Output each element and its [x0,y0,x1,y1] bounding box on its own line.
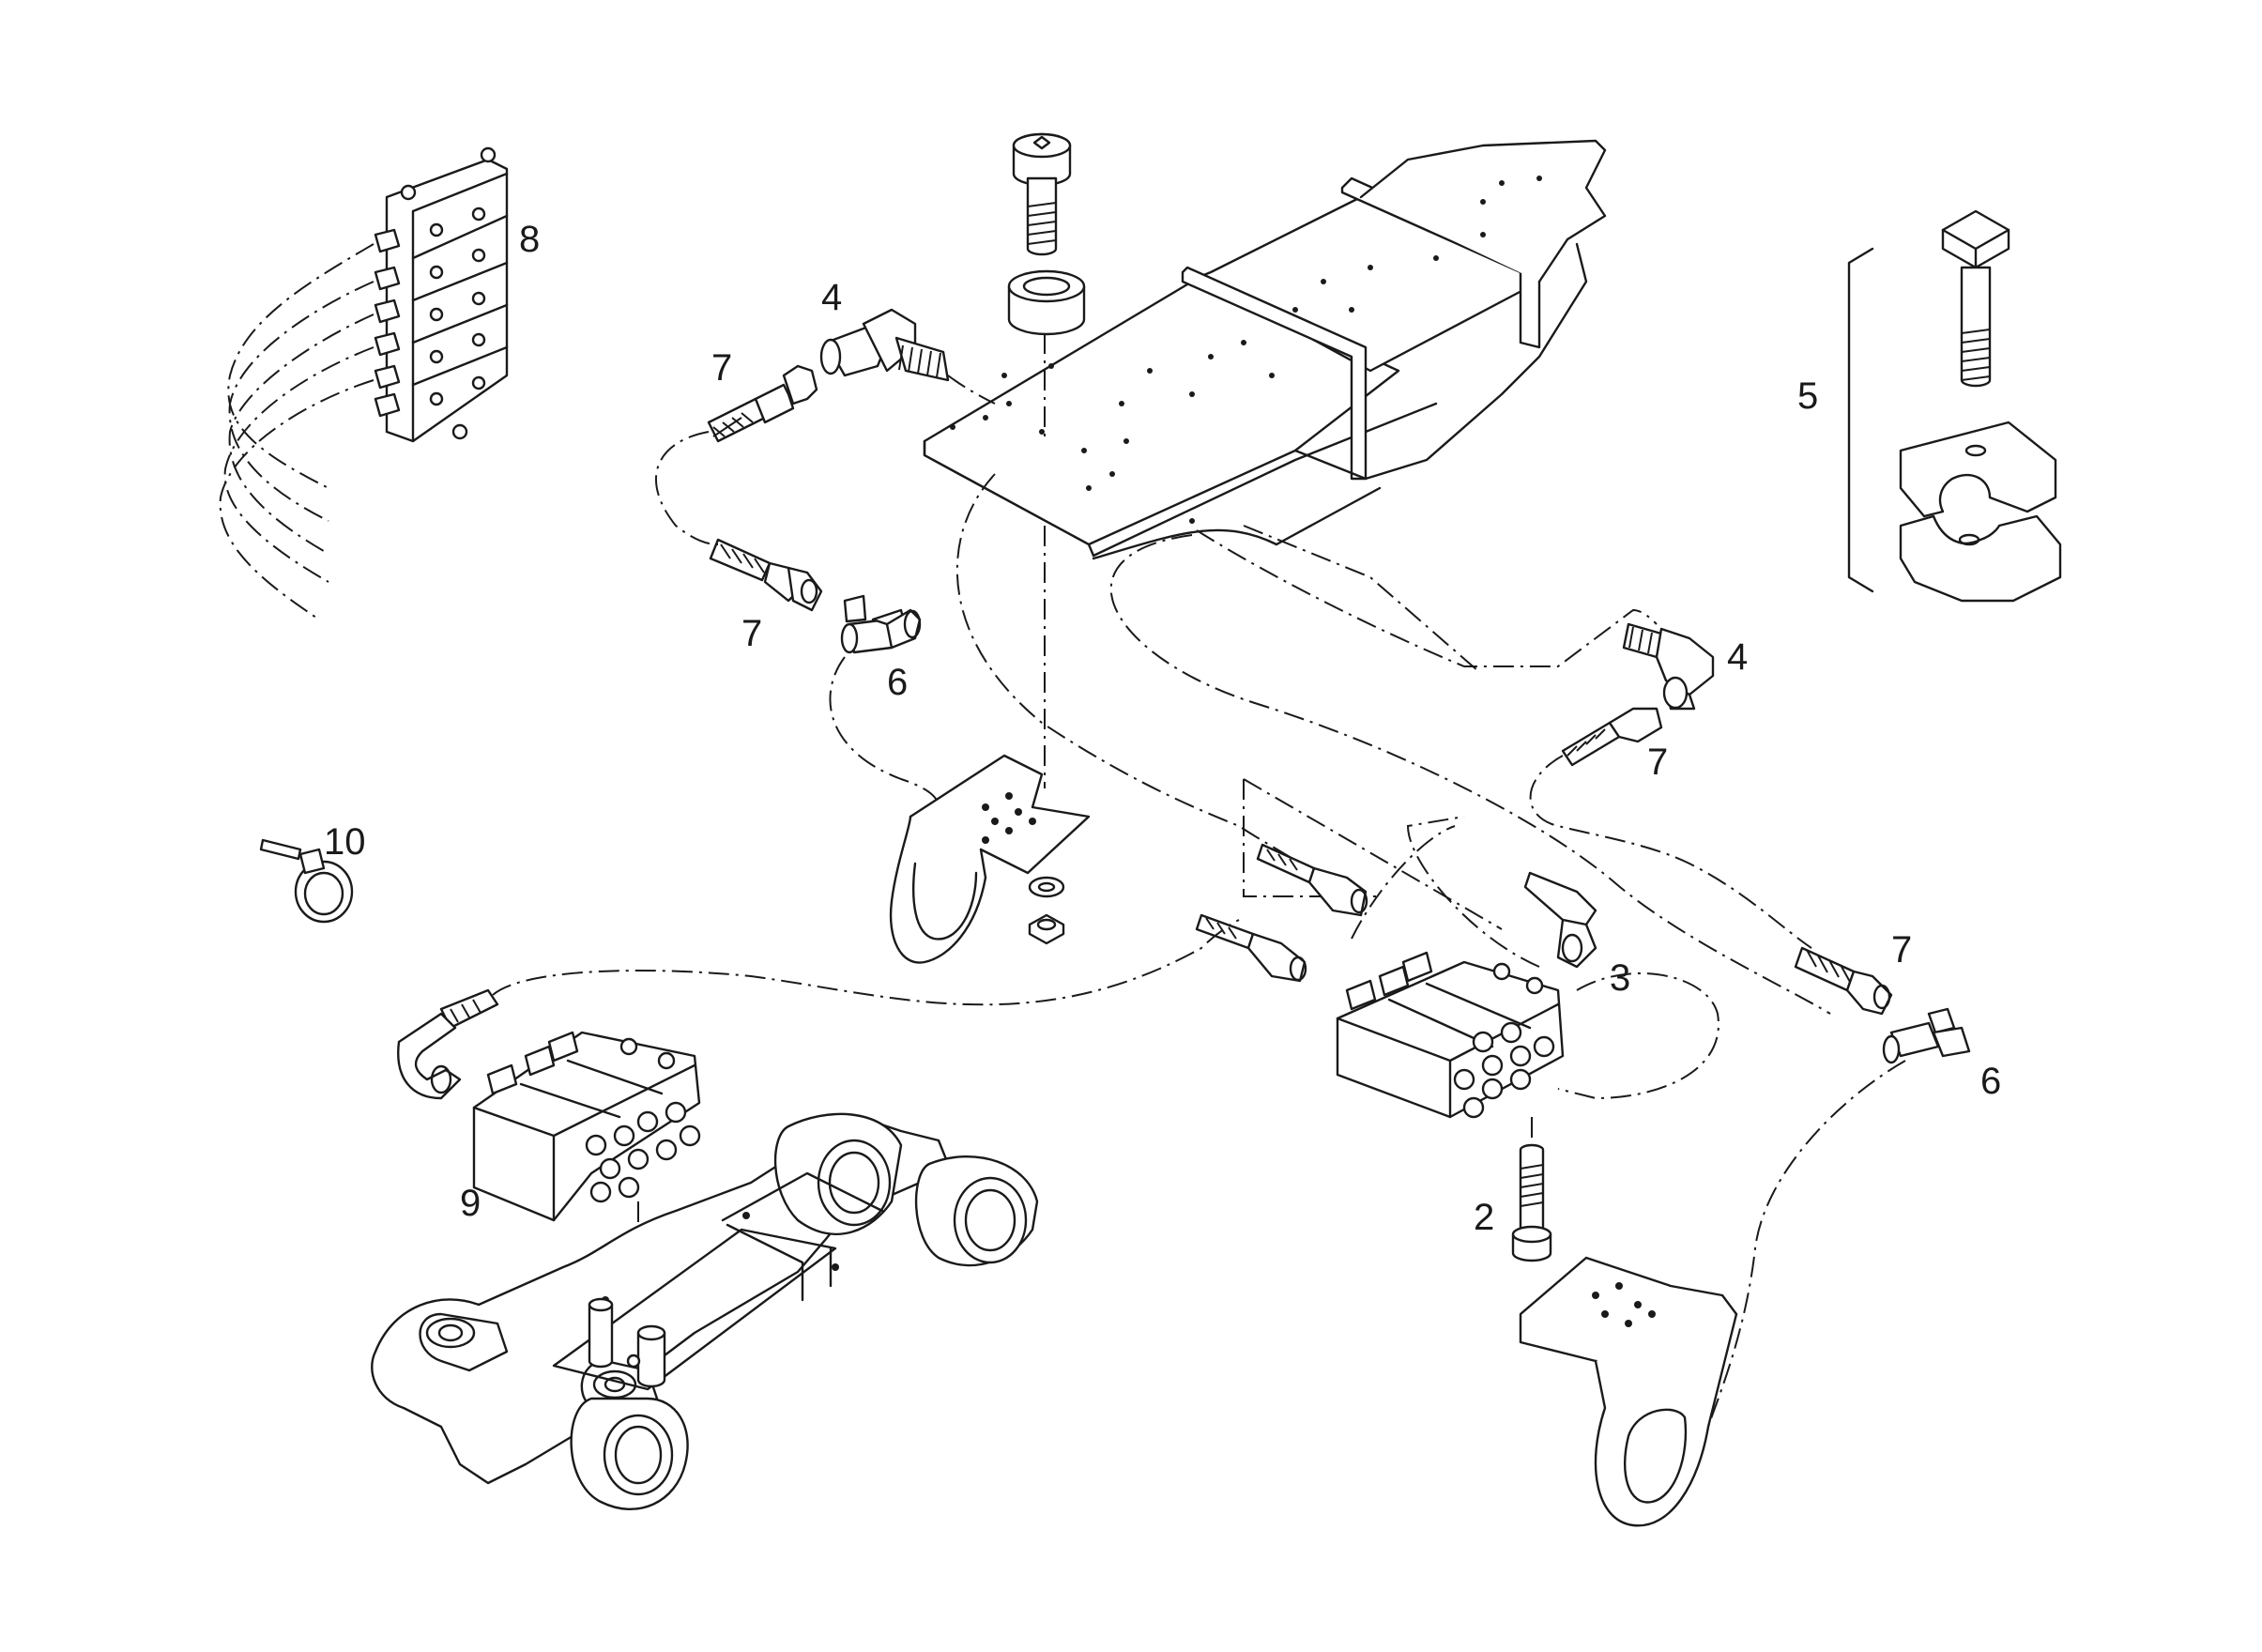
cable-tie [259,838,354,924]
hose-fitting-7-d [1794,946,1893,1016]
callout-3: 3 [1610,957,1630,999]
hose-fitting-7-b [709,538,823,612]
clamp-assembly [1847,209,2062,603]
distributor-3-outlets [1453,1021,1555,1119]
callout-5: 5 [1797,375,1818,417]
distributor-block-3 [1336,951,1565,1119]
socket-head-bolt-top [1012,132,1072,256]
mounting-plate [923,139,1607,560]
socket-head-bolt-2 [1511,1143,1552,1262]
bracket-right [1519,1256,1738,1527]
tee-fitting-right [1882,1007,1971,1064]
callout-labels: 8 4 7 7 6 5 4 7 7 6 3 2 9 10 [324,219,2001,1238]
distributor-3-hoses [1195,843,1597,983]
callout-7-top: 7 [711,347,732,389]
nut-and-washer-left [1028,876,1065,945]
distributor-3-inlets [1345,951,1433,1011]
plate-holes [950,176,1542,524]
callout-6-left: 6 [887,662,908,703]
elbow-fitting-top [819,308,950,382]
elbow-fitting-right [1622,622,1715,711]
callout-7-lower: 7 [1891,929,1912,971]
distributor-8-outlets [374,228,401,418]
distributor-block-8 [374,146,509,443]
callout-4-top: 4 [821,277,842,318]
clamp-upper-half [1899,421,2057,518]
axle-frame [371,1112,1039,1511]
clamp-lower-half [1899,514,2062,603]
distributor-8-lines [219,243,374,620]
axle-mount-posts [588,1297,666,1388]
hex-bolt [1941,209,2010,388]
callout-7-right: 7 [1647,742,1668,783]
callout-2: 2 [1474,1197,1494,1238]
callout-4-right: 4 [1727,636,1748,678]
distributor-9-inlets [486,1031,579,1095]
callout-9: 9 [460,1183,481,1224]
bracket-left [889,754,1091,964]
hose-fitting-7-c [1561,707,1663,767]
distributor-9-outlets [585,1101,701,1203]
hose-fitting-7-a [707,364,818,443]
callout-7-left: 7 [741,613,762,654]
callout-10: 10 [324,821,366,863]
tee-fitting-left [840,594,922,654]
distributor-block-9 [397,988,701,1222]
callout-8: 8 [519,219,540,260]
callout-6-right: 6 [1980,1061,2001,1102]
spacer-ring [1007,269,1086,336]
